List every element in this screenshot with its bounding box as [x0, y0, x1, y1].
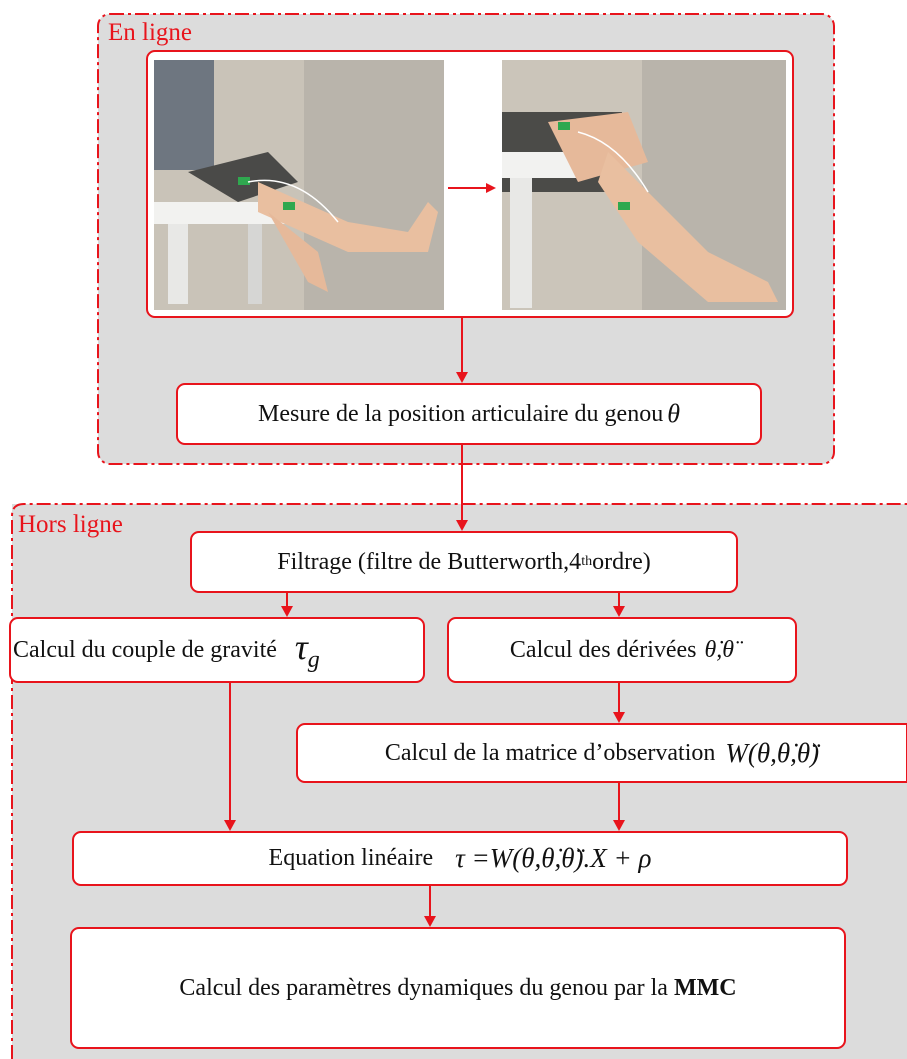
leg-extension-photos	[154, 60, 786, 310]
filter-label-sup: th	[581, 554, 593, 569]
knee-flexed-photo	[502, 60, 786, 310]
linear-equation-box: Equation linéaire τ =W(θ,θ̇,θ̈).X + ρ	[72, 831, 848, 886]
offline-region-border	[11, 503, 907, 1059]
derivatives-label: Calcul des dérivées	[509, 636, 697, 663]
derivatives-symbol: θ̇,θ̈	[704, 636, 735, 663]
mmc-bold: MMC	[673, 974, 737, 1001]
photo-panel	[146, 50, 794, 318]
offline-region-title: Hors ligne	[18, 511, 123, 538]
tau-subscript: g	[307, 647, 320, 674]
knee-extended-photo	[154, 60, 444, 310]
theta-symbol: θ	[667, 399, 680, 428]
filter-label-post: ordre)	[592, 548, 651, 575]
linear-equation: τ =W(θ,θ̇,θ̈).X + ρ	[455, 843, 651, 874]
mmc-box: Calcul des paramètres dynamiques du geno…	[70, 927, 846, 1049]
online-region-title: En ligne	[108, 19, 193, 46]
linear-label: Equation linéaire	[268, 845, 434, 871]
tau-symbol: τ	[294, 626, 308, 667]
measure-box: Mesure de la position articulaire du gen…	[176, 383, 762, 445]
measure-label: Mesure de la position articulaire du gen…	[258, 400, 664, 427]
observation-symbol: W(θ,θ̇,θ̈)	[725, 737, 820, 768]
mmc-label: Calcul des paramètres dynamiques du geno…	[179, 974, 668, 1001]
tau-g-symbol: τg	[295, 626, 320, 674]
online-region-border	[97, 13, 835, 465]
observation-box: Calcul de la matrice d’observation W(θ,θ…	[296, 723, 907, 783]
filter-label-pre: Filtrage (filtre de Butterworth,4	[277, 548, 582, 575]
gravity-label: Calcul du couple de gravité	[13, 636, 277, 663]
derivatives-box: Calcul des dérivées θ̇,θ̈	[447, 617, 797, 683]
observation-label: Calcul de la matrice d’observation	[384, 739, 716, 766]
gravity-box: Calcul du couple de gravité τg	[9, 617, 425, 683]
linear-equation-text: τ =W(θ,θ̇,θ̈).X + ρ	[455, 843, 652, 873]
